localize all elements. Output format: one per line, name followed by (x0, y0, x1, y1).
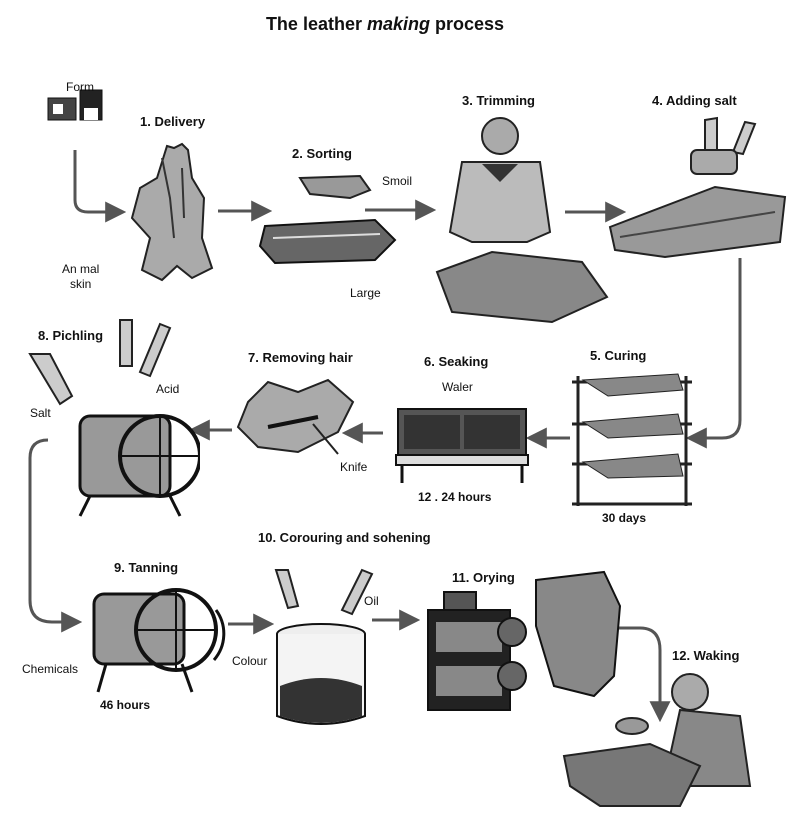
sorted-hides-image (258, 174, 397, 265)
step-12-label: 12. Waking (672, 648, 740, 663)
curing-time-label: 30 days (602, 511, 647, 525)
farm-label: Form (66, 80, 94, 94)
animal-skin-label-line2: skin (70, 277, 92, 291)
arrow-farm-to-delivery (73, 150, 127, 223)
curing-rack-image (572, 373, 692, 506)
colour-label: Colour (232, 654, 268, 668)
hair-removal-image (236, 378, 355, 455)
hanging-animal-skin-image (130, 142, 214, 282)
step-2-label: 2. Sorting (292, 146, 352, 161)
animal-skin-label-line1: An mal (62, 262, 100, 276)
colouring-vat-image (274, 568, 374, 725)
acid-label: Acid (156, 382, 180, 396)
small-hide-label: Smoil (382, 174, 413, 188)
diagram-title: The leather making process (265, 14, 505, 34)
arrow-11-12 (616, 626, 671, 723)
step-8-label: 8. Pichling (38, 328, 104, 343)
worker-trimming-image (435, 117, 609, 324)
salt-label: Salt (30, 406, 51, 420)
tanning-time-label: 46 hours (100, 698, 151, 712)
step-4-label: 4. Adding salt (652, 93, 737, 108)
waxing-worker-image (562, 673, 752, 807)
drying-machine-image (427, 570, 622, 711)
step-1-label: 1. Delivery (140, 114, 206, 129)
step-6-label: 6. Seaking (424, 354, 489, 369)
salting-hide-image (608, 116, 787, 259)
step-5-label: 5. Curing (590, 348, 647, 363)
step-3-label: 3. Trimming (462, 93, 535, 108)
large-hide-label: Large (350, 286, 381, 300)
farm-icon (47, 89, 103, 121)
oil-label: Oil (364, 594, 379, 608)
step-7-label: 7. Removing hair (248, 350, 353, 365)
step-9-label: 9. Tanning (114, 560, 179, 575)
arrow-4-5 (685, 258, 742, 449)
step-11-label: 11. Orying (452, 570, 515, 585)
arrow-8-9 (28, 438, 83, 633)
knife-label: Knife (340, 460, 368, 474)
water-label: Waler (442, 380, 473, 394)
soaking-tank-image (395, 408, 529, 483)
pickling-drum-image (28, 319, 200, 517)
tanning-drum-image (92, 588, 226, 693)
chemicals-label: Chemicals (22, 662, 79, 676)
step-10-label-line1: 10. Corouring and sohening (258, 530, 431, 545)
soaking-time-label: 12 . 24 hours (418, 490, 492, 504)
